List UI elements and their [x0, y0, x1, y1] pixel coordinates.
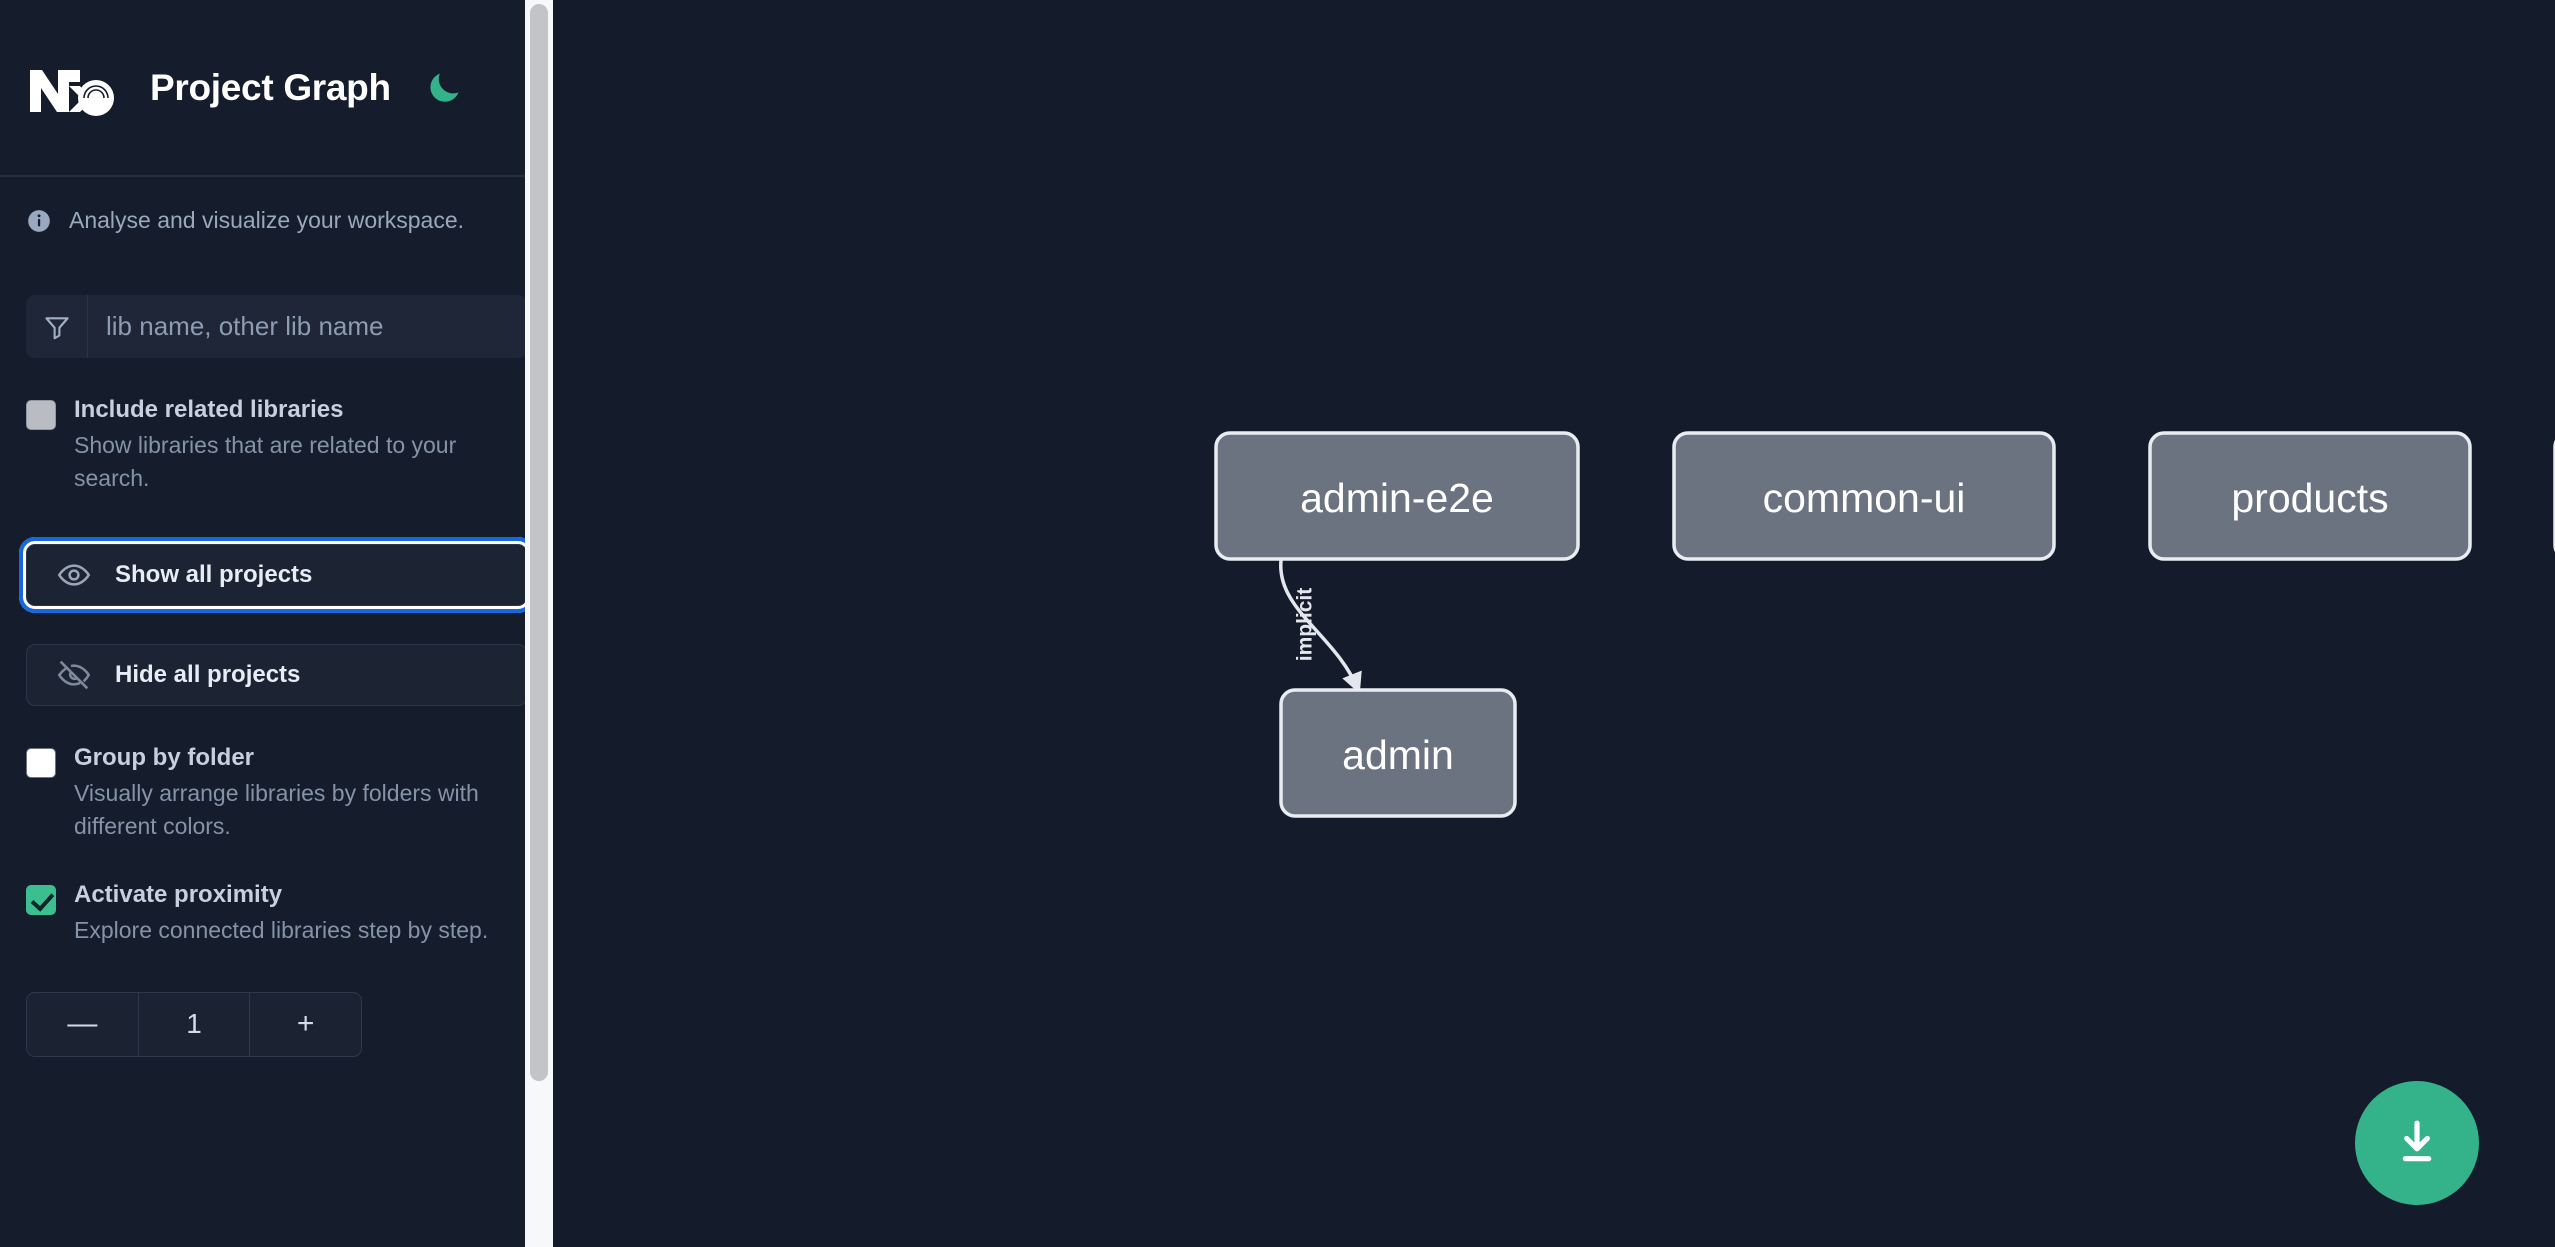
graph-node-box[interactable] [2148, 431, 2472, 561]
page-title: Project Graph [150, 66, 391, 108]
sidebar-scrollbar-thumb[interactable] [530, 4, 548, 1081]
graph-node-label: common-ui [1763, 475, 1966, 521]
graph-node-box[interactable] [1214, 431, 1580, 561]
show-all-projects-button[interactable]: Show all projects [19, 536, 534, 613]
tagline: Analyse and visualize your workspace. [26, 177, 527, 248]
nx-logo-icon [26, 60, 118, 116]
graph-node-box[interactable] [1279, 688, 1517, 818]
graph-node[interactable]: admin-e2e [1214, 431, 1580, 561]
activate-proximity-label: Activate proximity [74, 881, 283, 909]
eye-off-icon [57, 658, 93, 692]
activate-proximity-checkbox[interactable] [26, 885, 56, 916]
group-by-folder-description: Visually arrange libraries by folders wi… [74, 779, 479, 840]
group-by-folder-label: Group by folder [74, 743, 254, 771]
hide-all-projects-label: Hide all projects [115, 660, 301, 688]
option-include-related-libraries[interactable]: Include related libraries Show libraries… [26, 395, 527, 496]
search-field[interactable] [26, 295, 527, 358]
project-graph-svg[interactable]: implicitimplicit admin-e2e common-ui produ… [553, 0, 2555, 1247]
option-group-by-folder[interactable]: Group by folder Visually arrange librari… [26, 743, 527, 844]
graph-node-label: admin-e2e [1300, 475, 1494, 521]
graph-edge-label: implicit [1294, 588, 1317, 662]
sidebar-header: Project Graph [0, 0, 553, 177]
proximity-decrement-button[interactable]: — [27, 992, 139, 1056]
graph-node[interactable]: products [2148, 431, 2472, 561]
info-icon [26, 208, 52, 234]
eye-icon [57, 558, 93, 592]
hide-all-projects-button[interactable]: Hide all projects [26, 643, 527, 706]
proximity-increment-button[interactable]: + [249, 992, 361, 1056]
show-all-projects-label: Show all projects [115, 560, 313, 588]
project-visibility-buttons: Show all projects Hide all projects [19, 536, 534, 706]
graph-edges: implicitimplicit [1279, 558, 1362, 694]
graph-node-label: products [2231, 475, 2388, 521]
graph-node-label: admin [1342, 732, 1454, 778]
graph-node[interactable]: admin [1279, 688, 1517, 818]
proximity-value: 1 [138, 992, 250, 1056]
tagline-text: Analyse and visualize your workspace. [69, 207, 465, 233]
include-related-libraries-label: Include related libraries [74, 396, 344, 423]
graph-node[interactable]: common-ui [1672, 431, 2056, 561]
search-input[interactable] [88, 295, 527, 358]
option-activate-proximity[interactable]: Activate proximity Explore connected lib… [26, 880, 527, 947]
moon-icon[interactable] [421, 65, 467, 111]
sidebar: Project Graph Analyse and visualize your… [0, 0, 553, 1247]
graph-node-box[interactable] [1672, 431, 2056, 561]
filter-icon [26, 295, 88, 358]
sidebar-body: Analyse and visualize your workspace. In… [0, 177, 553, 1057]
proximity-stepper[interactable]: — 1 + [26, 991, 362, 1057]
graph-canvas[interactable]: implicitimplicit admin-e2e common-ui produ… [553, 0, 2555, 1247]
download-button[interactable] [2355, 1081, 2479, 1205]
graph-nodes: admin-e2ecommon-uiproductsstore-e2eadmin… [1214, 431, 2555, 818]
group-by-folder-checkbox[interactable] [26, 747, 56, 778]
include-related-libraries-description: Show libraries that are related to your … [74, 432, 457, 492]
include-related-libraries-checkbox[interactable] [26, 400, 56, 430]
activate-proximity-description: Explore connected libraries step by step… [74, 917, 489, 944]
sidebar-scrollbar[interactable] [525, 0, 553, 1247]
download-icon [2390, 1115, 2444, 1172]
graph-edge[interactable] [1279, 558, 1362, 694]
